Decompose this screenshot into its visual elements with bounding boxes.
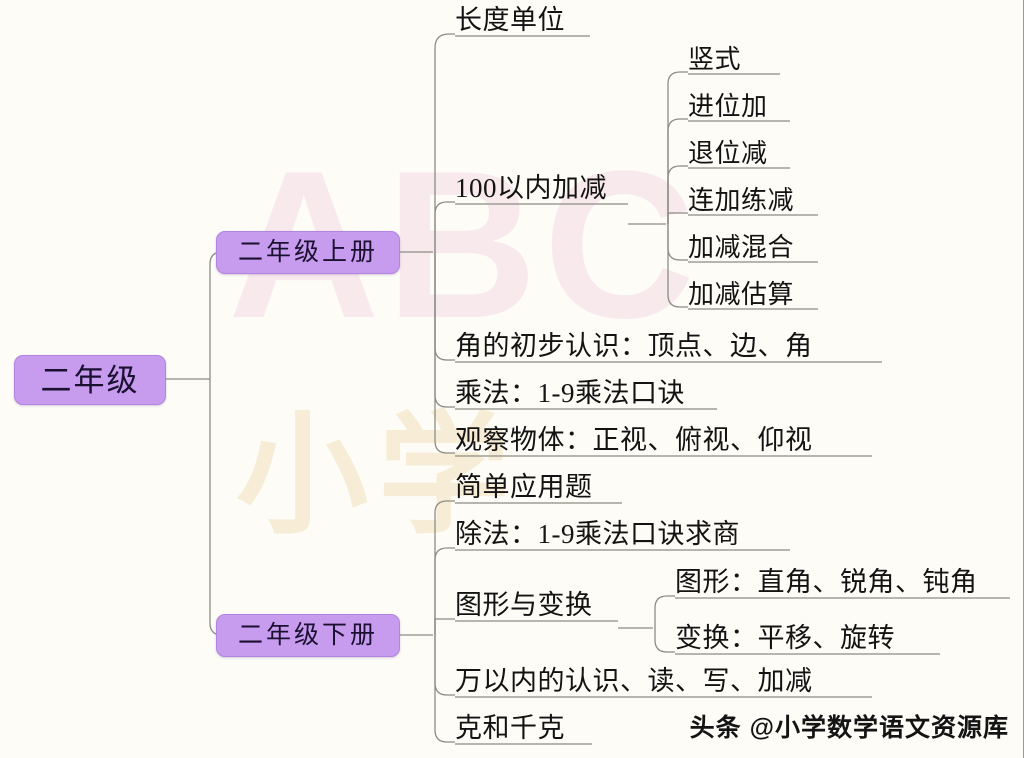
node-root-label: 二年级 [40,362,140,398]
node-angles-intro[interactable]: 角的初步认识：顶点、边、角 [455,331,813,361]
node-volume-2-label: 二年级下册 [237,622,378,649]
node-simple-word-problems[interactable]: 简单应用题 [455,472,593,502]
wire-sub-carry-addition [667,118,688,224]
node-root[interactable]: 二年级 [14,355,166,405]
node-mixed-add-sub[interactable]: 加减混合 [688,233,795,262]
credit-watermark: 头条 @小学数学语文资源库 [689,714,1009,742]
node-vertical-form[interactable]: 竖式 [688,45,742,74]
wire-v1-topic-length-units [434,33,455,252]
wire-v1-topic-multiplication [434,252,455,408]
node-estimate-add-sub[interactable]: 加减估算 [688,280,795,309]
node-volume-1-label: 二年级上册 [237,239,378,266]
wire-sub-borrow-subtraction [667,165,688,224]
wire-v1-topic-observe [434,252,455,454]
wire-v1-topic-add-sub [434,201,455,252]
node-division[interactable]: 除法：1-9乘法口诀求商 [455,519,740,549]
node-grams-kilograms[interactable]: 克和千克 [455,713,565,743]
node-observe-objects[interactable]: 观察物体：正视、俯视、仰视 [455,425,813,455]
wire-sub-vertical-form [667,71,688,224]
node-carry-addition[interactable]: 进位加 [688,92,768,121]
node-transformations[interactable]: 变换：平移、旋转 [675,623,895,653]
wire-v1-topic-angles [434,252,455,361]
node-volume-1[interactable]: 二年级上册 [216,231,400,274]
wire-sub-transformations [654,628,675,653]
node-multiplication[interactable]: 乘法：1-9乘法口诀 [455,378,685,408]
node-add-sub-within-100[interactable]: 100以内加减 [455,173,607,203]
node-borrow-subtraction[interactable]: 退位减 [688,139,768,168]
wire-sub-mixed [667,224,688,261]
wire-v2-topic-numbers [434,635,455,696]
node-numbers-to-10000[interactable]: 万以内的认识、读、写、加减 [455,666,813,696]
node-volume-2[interactable]: 二年级下册 [216,614,400,657]
wire-v2-topic-shapes-transform [434,618,455,635]
wire-sub-estimate [667,224,688,308]
wire-sub-continuous [667,212,688,224]
wire-v2-topic-division [434,547,455,635]
wire-sub-shapes [654,595,675,628]
node-continuous-add-sub[interactable]: 连加练减 [688,186,795,215]
wire-v2-topic-word-problems [434,500,455,635]
wire-to-volume-2 [209,379,223,636]
node-shapes-transformations[interactable]: 图形与变换 [455,590,593,620]
wire-v2-topic-grams [434,635,455,743]
node-shapes[interactable]: 图形：直角、锐角、钝角 [675,567,978,597]
node-length-units[interactable]: 长度单位 [455,5,565,35]
